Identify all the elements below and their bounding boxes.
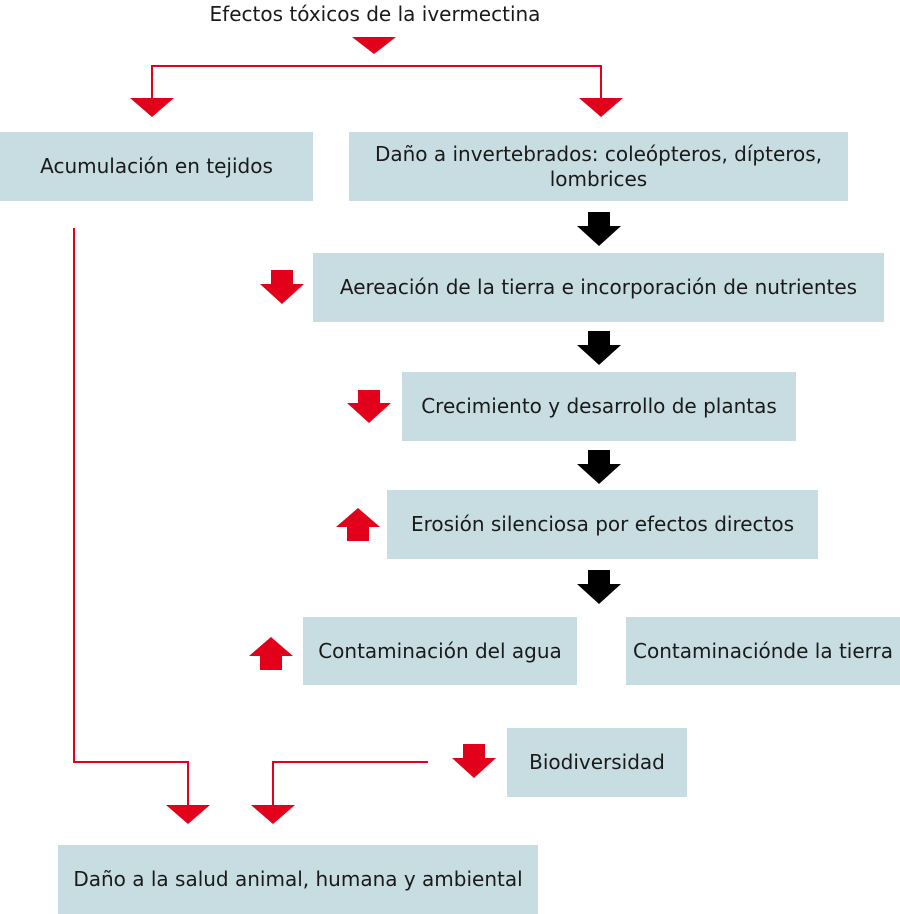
contaminacion-agua-increase-arrow-icon: [249, 637, 293, 670]
node-biodiversidad-label: Biodiversidad: [529, 750, 665, 774]
node-dano-invertebrados-label: Daño a invertebrados: coleópteros, dípte…: [374, 141, 823, 191]
node-erosion: Erosión silenciosa por efectos directos: [387, 490, 818, 559]
to-acumulacion-arrow-icon: [130, 98, 174, 117]
flow-arrow-4-icon: [577, 570, 621, 604]
biodiversidad-salud-arrowhead-icon: [251, 805, 295, 824]
aereacion-decrease-arrow-icon: [260, 270, 304, 304]
flow-arrow-2-icon: [577, 331, 621, 365]
node-crecimiento: Crecimiento y desarrollo de plantas: [402, 372, 796, 441]
node-dano-salud: Daño a la salud animal, humana y ambient…: [58, 845, 538, 914]
flow-arrow-1-icon: [577, 212, 621, 246]
acumulacion-salud-arrowhead-icon: [166, 805, 210, 824]
title-split-connector: [151, 65, 602, 98]
title-down-arrow-icon: [352, 37, 396, 54]
node-crecimiento-label: Crecimiento y desarrollo de plantas: [421, 394, 777, 418]
node-contaminacion-tierra-label: Contaminaciónde la tierra: [633, 638, 893, 663]
node-acumulacion-label: Acumulación en tejidos: [40, 154, 273, 178]
node-contaminacion-agua: Contaminación del agua: [303, 617, 577, 685]
node-erosion-label: Erosión silenciosa por efectos directos: [410, 512, 795, 536]
node-contaminacion-tierra: Contaminaciónde la tierra: [626, 617, 900, 685]
node-aereacion-label: Aereación de la tierra e incorporación d…: [339, 275, 858, 299]
node-biodiversidad: Biodiversidad: [507, 728, 687, 797]
erosion-increase-arrow-icon: [336, 508, 380, 541]
diagram-title: Efectos tóxicos de la ivermectina: [209, 2, 541, 26]
node-aereacion: Aereación de la tierra e incorporación d…: [313, 253, 884, 322]
node-dano-salud-label: Daño a la salud animal, humana y ambient…: [73, 867, 523, 891]
acumulacion-to-salud-connector: [73, 228, 189, 805]
node-contaminacion-agua-label: Contaminación del agua: [318, 638, 562, 663]
node-acumulacion: Acumulación en tejidos: [0, 132, 313, 201]
node-dano-invertebrados: Daño a invertebrados: coleópteros, dípte…: [349, 132, 848, 201]
to-dano-invertebrados-arrow-icon: [579, 98, 623, 117]
biodiversidad-to-salud-connector: [272, 761, 428, 805]
crecimiento-decrease-arrow-icon: [347, 390, 391, 423]
flow-arrow-3-icon: [577, 450, 621, 484]
biodiversidad-decrease-arrow-icon: [452, 744, 496, 778]
